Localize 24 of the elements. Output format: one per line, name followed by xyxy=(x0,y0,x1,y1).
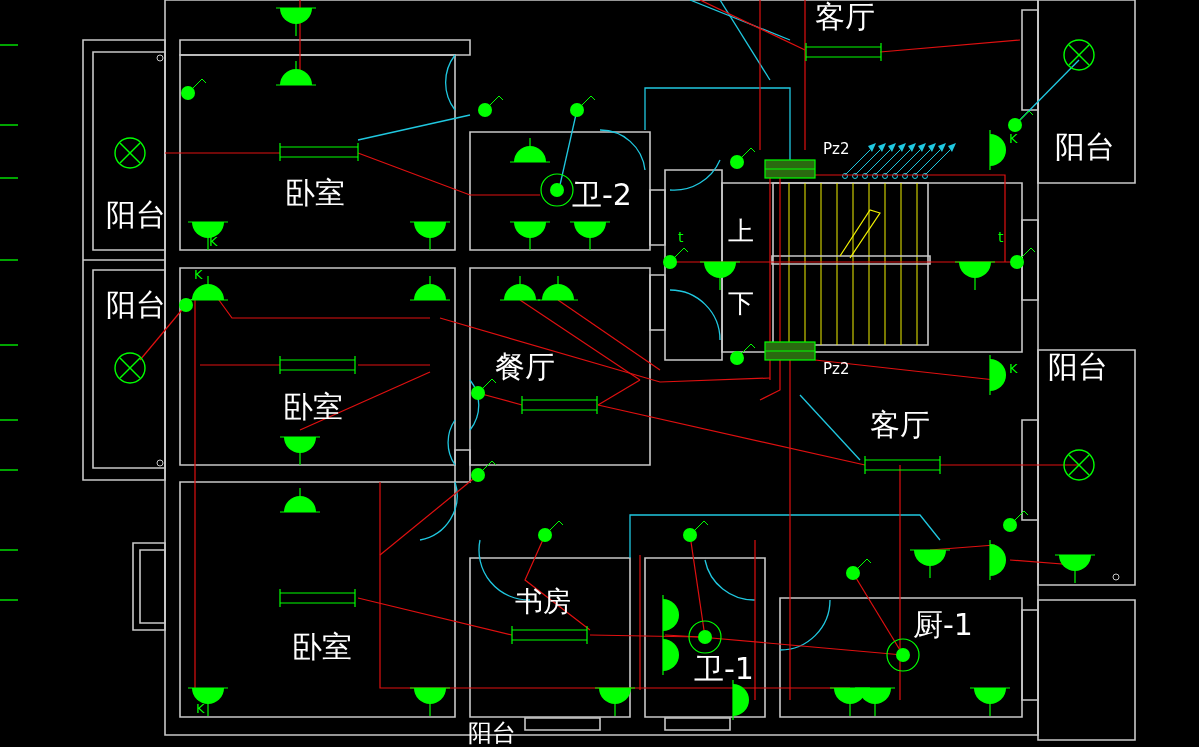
panel-label: Pz2 xyxy=(823,142,850,157)
room-label: 卧室 xyxy=(283,392,343,422)
symbol-letter: K xyxy=(1009,362,1018,375)
room-label: 卧室 xyxy=(285,178,345,208)
symbol-letter: t xyxy=(998,230,1004,244)
panel-label: Pz2 xyxy=(823,362,850,377)
symbol-letter: K xyxy=(209,235,218,248)
symbol-letter: t xyxy=(678,230,684,244)
room-label: 阳台 xyxy=(1048,352,1108,382)
stair-direction-label: 上 xyxy=(728,218,754,244)
room-label: 厨-1 xyxy=(913,610,973,640)
symbol-letter: K xyxy=(196,702,205,715)
room-label: 阳台 xyxy=(106,290,166,320)
room-label: 餐厅 xyxy=(495,352,555,382)
symbol-letter: K xyxy=(194,268,203,281)
room-label: 卫-1 xyxy=(694,654,754,684)
room-label: 卫-2 xyxy=(572,180,632,210)
symbol-letter: K xyxy=(1009,132,1018,145)
room-label: 卧室 xyxy=(292,632,352,662)
room-label: 阳台 xyxy=(106,200,166,230)
room-label: 客厅 xyxy=(870,410,930,440)
stair-direction-label: 下 xyxy=(728,290,754,316)
room-label: 客厅 xyxy=(815,2,875,32)
room-label: 阳台 xyxy=(1055,132,1115,162)
